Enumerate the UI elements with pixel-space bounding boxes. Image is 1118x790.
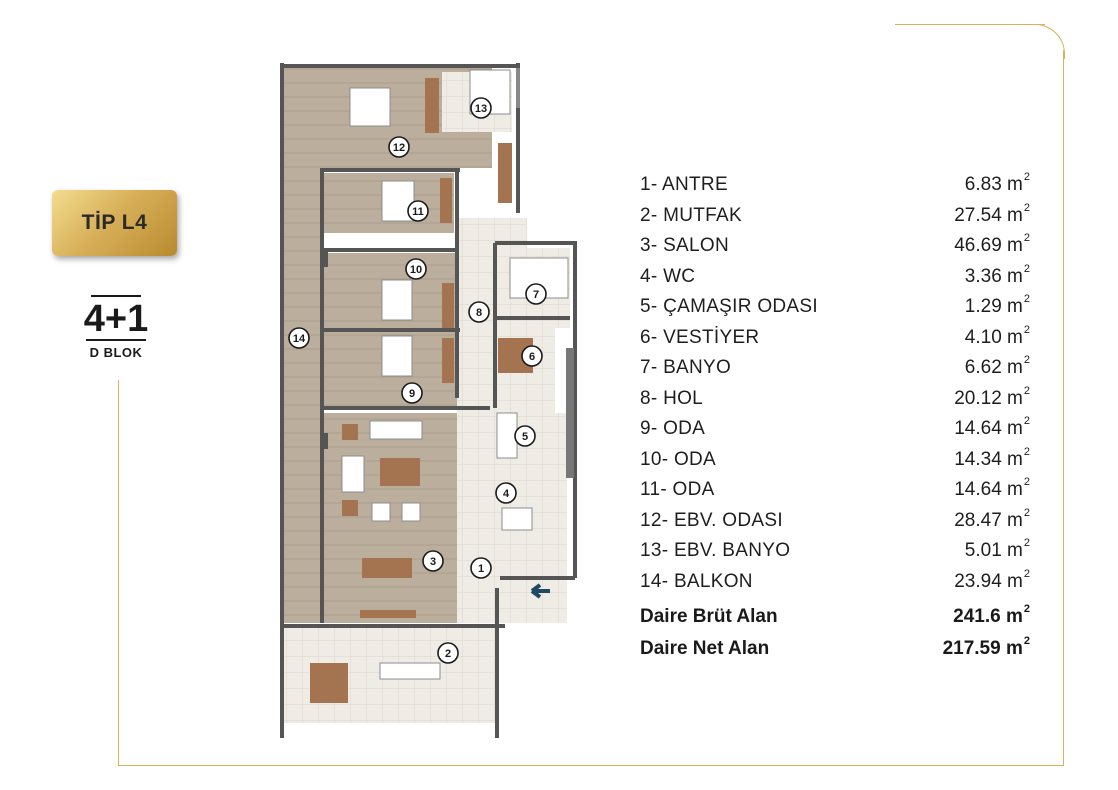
room-area: 3.36 m2 — [964, 262, 1030, 287]
legend-row: 11- ODA 14.64 m2 — [640, 475, 1030, 506]
room-name: 7- BANYO — [640, 357, 732, 379]
room-name: 3- SALON — [640, 235, 729, 257]
frame-corner — [1030, 24, 1065, 59]
wall-column — [320, 433, 328, 449]
legend-row: 6- VESTİYER 4.10 m2 — [640, 323, 1030, 354]
legend-row: 13- EBV. BANYO 5.01 m2 — [640, 536, 1030, 567]
legend-row: 2- MUTFAK 27.54 m2 — [640, 201, 1030, 232]
room-area: 28.47 m2 — [954, 506, 1030, 531]
unit-type: 4+1 — [83, 298, 149, 340]
room-area: 5.01 m2 — [964, 537, 1030, 562]
room-name: 4- WC — [640, 265, 696, 287]
type-badge: TİP L4 — [52, 190, 177, 256]
room-marker-14: 14 — [288, 327, 310, 349]
unit-type-block: 4+1 D BLOK — [80, 295, 152, 360]
room-marker-11: 11 — [407, 200, 429, 222]
frame-left-line — [118, 380, 119, 766]
room-number-markers: 1 2 3 4 5 6 7 8 9 10 11 12 13 14 — [288, 97, 547, 664]
legend-row: 4- WC 3.36 m2 — [640, 262, 1030, 293]
room-area: 14.64 m2 — [954, 476, 1030, 501]
room-area: 6.83 m2 — [964, 171, 1030, 196]
room-marker-7: 7 — [525, 283, 547, 305]
room-area: 46.69 m2 — [954, 232, 1030, 257]
frame-bottom-line — [118, 765, 1064, 766]
svg-text:13: 13 — [475, 103, 487, 115]
legend-row: 9- ODA 14.64 m2 — [640, 414, 1030, 445]
totals: Daire Brüt Alan 241.6 m2 Daire Net Alan 21… — [640, 601, 1030, 665]
room-marker-4: 4 — [495, 482, 517, 504]
room-marker-8: 8 — [468, 301, 490, 323]
room-area: 6.62 m2 — [964, 354, 1030, 379]
room-name: 14- BALKON — [640, 570, 753, 592]
svg-text:9: 9 — [409, 388, 415, 400]
room-area: 27.54 m2 — [954, 201, 1030, 226]
wall-column — [320, 251, 328, 267]
room-name: 1- ANTRE — [640, 174, 728, 196]
room-name: 10- ODA — [640, 448, 717, 470]
legend-row: 5- ÇAMAŞIR ODASI 1.29 m2 — [640, 292, 1030, 323]
svg-text:4: 4 — [503, 488, 510, 500]
room-area: 1.29 m2 — [964, 293, 1030, 318]
legend-row: 7- BANYO 6.62 m2 — [640, 353, 1030, 384]
room-marker-5: 5 — [514, 425, 536, 447]
total-value: 217.59 m2 — [942, 635, 1030, 659]
type-badge-label: TİP L4 — [81, 211, 148, 234]
total-value: 241.6 m2 — [953, 603, 1030, 627]
legend-row: 1- ANTRE 6.83 m2 — [640, 170, 1030, 201]
total-row-gross: Daire Brüt Alan 241.6 m2 — [640, 601, 1030, 633]
room-marker-1: 1 — [470, 557, 492, 579]
room-name: 13- EBV. BANYO — [640, 540, 791, 562]
floor-plan: 1 2 3 4 5 6 7 8 9 10 11 12 13 14 — [280, 63, 577, 738]
room-area: 20.12 m2 — [954, 384, 1030, 409]
legend-row: 8- HOL 20.12 m2 — [640, 384, 1030, 415]
svg-text:5: 5 — [522, 431, 528, 443]
block-label: D BLOK — [89, 345, 143, 360]
svg-text:14: 14 — [293, 333, 306, 345]
svg-text:1: 1 — [478, 563, 484, 575]
room-marker-10: 10 — [405, 258, 427, 280]
legend-row: 14- BALKON 23.94 m2 — [640, 567, 1030, 598]
room-area: 4.10 m2 — [964, 323, 1030, 348]
area-legend: 1- ANTRE 6.83 m2 2- MUTFAK 27.54 m2 3- SAL… — [640, 170, 1030, 665]
frame-top-line — [895, 24, 1045, 25]
legend-row: 3- SALON 46.69 m2 — [640, 231, 1030, 262]
room-name: 8- HOL — [640, 387, 704, 409]
room-name: 2- MUTFAK — [640, 204, 742, 226]
room-marker-2: 2 — [437, 642, 459, 664]
room-name: 5- ÇAMAŞIR ODASI — [640, 296, 818, 318]
room-area: 14.64 m2 — [954, 415, 1030, 440]
room-area: 23.94 m2 — [954, 567, 1030, 592]
room-marker-9: 9 — [401, 382, 423, 404]
total-label: Daire Brüt Alan — [640, 606, 778, 627]
svg-text:10: 10 — [410, 264, 422, 276]
total-label: Daire Net Alan — [640, 638, 770, 659]
svg-text:12: 12 — [393, 142, 405, 154]
room-name: 11- ODA — [640, 479, 715, 501]
room-marker-13: 13 — [470, 97, 492, 119]
legend-row: 12- EBV. ODASI 28.47 m2 — [640, 506, 1030, 537]
divider — [86, 339, 146, 341]
svg-text:3: 3 — [430, 556, 436, 568]
total-row-net: Daire Net Alan 217.59 m2 — [640, 633, 1030, 665]
svg-text:11: 11 — [412, 206, 424, 218]
room-name: 6- VESTİYER — [640, 326, 760, 348]
svg-text:7: 7 — [533, 289, 539, 301]
balcony-floor — [282, 168, 322, 623]
room-marker-12: 12 — [388, 136, 410, 158]
room-name: 9- ODA — [640, 418, 706, 440]
room-marker-6: 6 — [521, 345, 543, 367]
room-name: 12- EBV. ODASI — [640, 509, 783, 531]
frame-right-line — [1063, 50, 1064, 765]
window — [566, 348, 574, 478]
svg-text:6: 6 — [529, 351, 535, 363]
room-area: 14.34 m2 — [954, 445, 1030, 470]
entrance-arrow-icon — [530, 583, 550, 599]
svg-text:2: 2 — [445, 648, 451, 660]
window — [516, 68, 520, 108]
room-marker-3: 3 — [422, 550, 444, 572]
legend-row: 10- ODA 14.34 m2 — [640, 445, 1030, 476]
divider — [91, 295, 141, 297]
svg-text:8: 8 — [476, 307, 482, 319]
